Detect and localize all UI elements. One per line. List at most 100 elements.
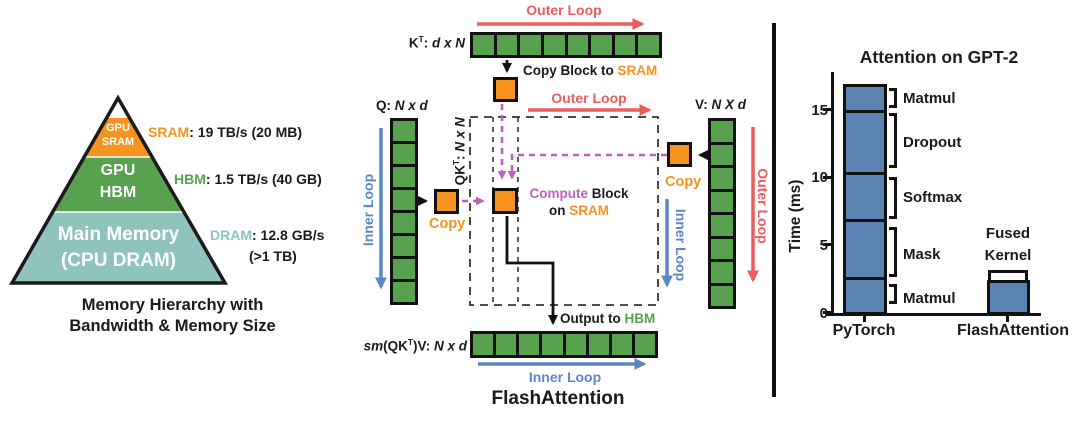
k-matrix-label: KT: d x N — [408, 34, 465, 51]
matrix-cell — [711, 215, 733, 236]
panel-divider — [772, 23, 776, 397]
pytorch-bar — [843, 84, 887, 315]
segment-label-mask: Mask — [903, 246, 941, 263]
matrix-cell — [567, 35, 589, 55]
v-matrix-label: V: N X d — [695, 97, 747, 112]
sram-side-label: SRAM: 19 TB/s (20 MB) — [148, 124, 303, 140]
dram-side-label-line2: (>1 TB) — [249, 248, 297, 264]
v-matrix — [708, 118, 736, 309]
matrix-cell — [393, 213, 415, 233]
matrix-cell — [393, 236, 415, 256]
matrix-cell — [711, 285, 733, 306]
matrix-cell — [473, 35, 494, 55]
matrix-cell — [543, 35, 565, 55]
y-tick-label-15: 15 — [811, 102, 828, 119]
x-tick-flashattention — [1006, 316, 1009, 322]
bar-segment-matmul — [846, 280, 884, 312]
matrix-cell — [393, 144, 415, 164]
segment-label-matmul-bottom: Matmul — [903, 290, 956, 307]
y-tick-5 — [823, 243, 831, 246]
y-tick-15 — [823, 108, 831, 111]
matrix-cell — [565, 334, 586, 355]
matrix-cell — [634, 334, 655, 355]
x-label-flashattention: FlashAttention — [957, 322, 1069, 339]
q-copy-block — [434, 189, 459, 214]
matrix-cell — [711, 238, 733, 259]
matrix-cell — [638, 35, 659, 55]
bar-segment-matmul — [846, 87, 884, 113]
matrix-cell — [711, 168, 733, 189]
x-label-pytorch: PyTorch — [832, 322, 896, 339]
y-tick-label-0: 0 — [819, 305, 828, 322]
matrix-cell — [711, 262, 733, 283]
inner-loop-right-label: Inner Loop — [673, 208, 689, 282]
y-tick-label-5: 5 — [819, 237, 828, 254]
outer-loop-top-label: Outer Loop — [526, 2, 602, 18]
flashattention-bar — [987, 279, 1030, 315]
y-tick-label-10: 10 — [811, 169, 828, 186]
bar-segment-softmax — [846, 175, 884, 222]
k-matrix — [470, 32, 662, 58]
matrix-cell — [393, 121, 415, 141]
matrix-cell — [711, 144, 733, 165]
segment-label-softmax: Softmax — [903, 189, 963, 206]
matrix-cell — [393, 167, 415, 187]
y-tick-10 — [823, 176, 831, 179]
output-matrix — [470, 331, 658, 358]
compute-block-label: Compute Block on SRAM — [529, 186, 629, 218]
qkt-matrix-label: QKT: N x N — [450, 117, 468, 186]
matrix-cell — [496, 35, 518, 55]
bracket-softmax — [889, 177, 897, 219]
chart-title: Attention on GPT-2 — [859, 47, 1019, 67]
matrix-cell — [473, 334, 494, 355]
matrix-cell — [393, 190, 415, 210]
q-matrix — [390, 118, 418, 305]
bracket-fused-kernel — [988, 270, 1028, 281]
matrix-cell — [393, 259, 415, 279]
y-axis — [831, 72, 834, 315]
y-tick-0 — [823, 311, 831, 314]
matrix-cell — [711, 191, 733, 212]
qkt-dashed-box — [469, 116, 659, 306]
output-matrix-label: sm(QKT)V: N x d — [363, 337, 467, 354]
bar-segment-mask — [846, 221, 884, 281]
matrix-cell — [519, 334, 540, 355]
matrix-cell — [611, 334, 632, 355]
dram-side-label: DRAM: 12.8 GB/s — [210, 227, 325, 243]
hbm-side-label: HBM: 1.5 TB/s (40 GB) — [174, 171, 322, 187]
bracket-matmul-bottom — [889, 284, 897, 304]
pyramid-outline — [8, 94, 229, 285]
compute-to-output-arrow — [505, 216, 559, 326]
x-axis — [827, 313, 1041, 316]
matrix-cell — [588, 334, 609, 355]
v-copy-block — [667, 142, 692, 167]
matrix-cell — [542, 334, 563, 355]
inner-loop-left-label: Inner Loop — [360, 173, 376, 247]
segment-label-matmul-top: Matmul — [903, 90, 956, 107]
matrix-cell — [591, 35, 612, 55]
q-copy-label: Copy — [429, 216, 466, 232]
matrix-cell — [711, 121, 733, 142]
x-tick-pytorch — [863, 316, 866, 322]
q-matrix-label: Q: N x d — [376, 98, 428, 113]
bracket-mask — [889, 227, 897, 277]
matrix-cell — [614, 35, 636, 55]
outer-loop-right-label: Outer Loop — [755, 168, 771, 244]
inner-loop-bottom-label: Inner Loop — [528, 369, 602, 385]
output-to-hbm-label: Output to HBM — [560, 311, 656, 326]
compute-block — [492, 188, 518, 214]
vcopy-to-compute-arrow — [507, 153, 667, 180]
flashattention-caption: FlashAttention — [491, 388, 625, 409]
bar-segment-dropout — [846, 112, 884, 176]
pyramid-label-main-memory: Main Memory(CPU DRAM) — [57, 224, 180, 271]
matrix-cell — [520, 35, 541, 55]
v-copy-label: Copy — [665, 174, 702, 190]
bracket-matmul-top — [889, 88, 897, 108]
matrix-cell — [393, 282, 415, 302]
outer-loop-mid-label: Outer Loop — [551, 90, 627, 106]
